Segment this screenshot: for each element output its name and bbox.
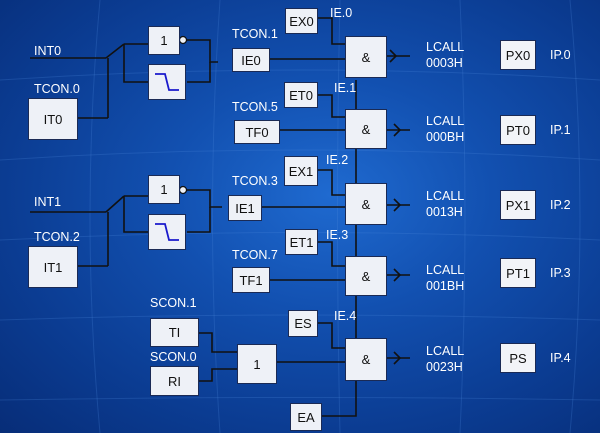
- ti-box: TI: [150, 318, 199, 347]
- edge-trigger-int0: [148, 64, 186, 100]
- and-gate-t0: &: [345, 109, 387, 149]
- tcon0-label: TCON.0: [34, 82, 80, 96]
- tf0-box: TF0: [234, 120, 280, 144]
- ip1-label: IP.1: [550, 123, 571, 137]
- falling-edge-icon: [155, 223, 179, 241]
- int1-label: INT1: [34, 195, 62, 209]
- tcon3-label: TCON.3: [232, 174, 278, 188]
- ie0-box: IE0: [232, 48, 270, 72]
- nor-gate-int0: 1: [148, 26, 180, 55]
- and-gate-serial: &: [345, 338, 387, 381]
- tcon7-label: TCON.7: [232, 248, 278, 262]
- and-gate-t1: &: [345, 256, 387, 296]
- es-box: ES: [288, 310, 318, 337]
- scon1-label: SCON.1: [150, 296, 197, 310]
- and-gate-int0: &: [345, 36, 387, 78]
- ip4-label: IP.4: [550, 351, 571, 365]
- ie1-box: IE1: [228, 195, 262, 221]
- ie1-bit-label: IE.1: [334, 81, 357, 95]
- px1-box: PX1: [500, 190, 536, 220]
- tcon5-label: TCON.5: [232, 100, 278, 114]
- ex0-box: EX0: [285, 8, 318, 34]
- tcon1-label: TCON.1: [232, 27, 278, 41]
- ip3-label: IP.3: [550, 266, 571, 280]
- pt1-box: PT1: [500, 258, 536, 288]
- nor-gate-int1: 1: [148, 175, 180, 204]
- et0-box: ET0: [284, 82, 318, 108]
- ip0-label: IP.0: [550, 48, 571, 62]
- inverter-bubble: [178, 35, 188, 45]
- ps-box: PS: [500, 343, 536, 373]
- it0-box: IT0: [28, 98, 78, 140]
- ex1-box: EX1: [284, 156, 318, 186]
- ea-box: EA: [290, 403, 322, 431]
- ie2-bit-label: IE.2: [326, 153, 349, 167]
- ip2-label: IP.2: [550, 198, 571, 212]
- falling-edge-icon: [155, 73, 179, 91]
- ie4-bit-label: IE.4: [334, 309, 357, 323]
- inverter-bubble: [178, 185, 188, 195]
- it1-box: IT1: [28, 246, 78, 288]
- tcon2-label: TCON.2: [34, 230, 80, 244]
- scon0-label: SCON.0: [150, 350, 197, 364]
- tf1-box: TF1: [232, 267, 270, 293]
- px0-box: PX0: [500, 40, 536, 70]
- switch0-blade: [105, 43, 125, 59]
- or-gate-serial: 1: [237, 344, 277, 384]
- int0-label: INT0: [34, 44, 62, 58]
- ie0-bit-label: IE.0: [330, 6, 353, 20]
- ie3-bit-label: IE.3: [326, 228, 349, 242]
- et1-box: ET1: [285, 229, 318, 255]
- edge-trigger-int1: [148, 214, 186, 250]
- pt0-box: PT0: [500, 115, 536, 145]
- and-gate-int1: &: [345, 183, 387, 225]
- ri-box: RI: [150, 366, 199, 396]
